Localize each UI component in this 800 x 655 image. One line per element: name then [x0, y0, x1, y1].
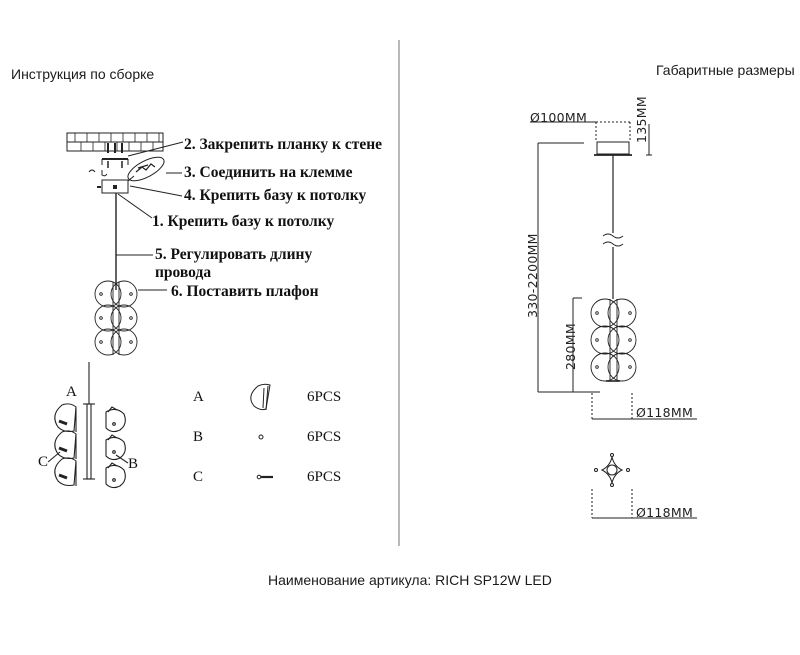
shade-diameter-label: Ø118MM: [636, 405, 694, 420]
top-view-diameter-label: Ø118MM: [636, 505, 694, 520]
part-c-letter: C: [193, 469, 204, 485]
ring-part-icon: [258, 434, 264, 440]
assembly-instructions-title: Инструкция по сборке: [11, 66, 155, 82]
step-3-label: 3. Соединить на клемме: [184, 164, 353, 181]
article-name: Наименование артикула: RICH SP12W LED: [268, 572, 552, 588]
canopy-icon: [596, 141, 630, 155]
terminal-block-icon: [127, 156, 165, 182]
mounting-plate-icon: [101, 158, 129, 168]
step-5-label: 5. Регулировать длину: [155, 246, 313, 263]
canopy-diameter-label: Ø100MM: [530, 110, 588, 125]
exploded-shades-icon: [47, 362, 129, 489]
callout-c: C: [38, 454, 49, 470]
shade-part-icon: [250, 383, 271, 411]
part-a-letter: A: [193, 389, 204, 405]
part-c-qty: 6PCS: [307, 469, 342, 485]
step-4-label: 4. Крепить базу к потолку: [184, 187, 367, 204]
wall-bracket-icon: [66, 132, 164, 153]
part-b-letter: B: [193, 429, 204, 445]
canopy-base-icon: [101, 179, 129, 194]
pin-part-icon: [256, 474, 273, 480]
dimension-shades-icon: [590, 298, 637, 382]
step-2-label: 2. Закрепить планку к стене: [184, 136, 383, 153]
callout-b: B: [128, 456, 139, 472]
dimensions-title: Габаритные размеры: [656, 62, 795, 78]
top-view-icon: [594, 453, 630, 487]
part-a-qty: 6PCS: [307, 389, 342, 405]
step-1-label: 1. Крепить базу к потолку: [152, 213, 335, 230]
step-5-label-cont: провода: [155, 264, 212, 281]
step-6-label: 6. Поставить плафон: [171, 283, 319, 300]
pendant-shades-icon: [94, 280, 138, 356]
callout-a: A: [66, 384, 77, 400]
part-b-qty: 6PCS: [307, 429, 342, 445]
